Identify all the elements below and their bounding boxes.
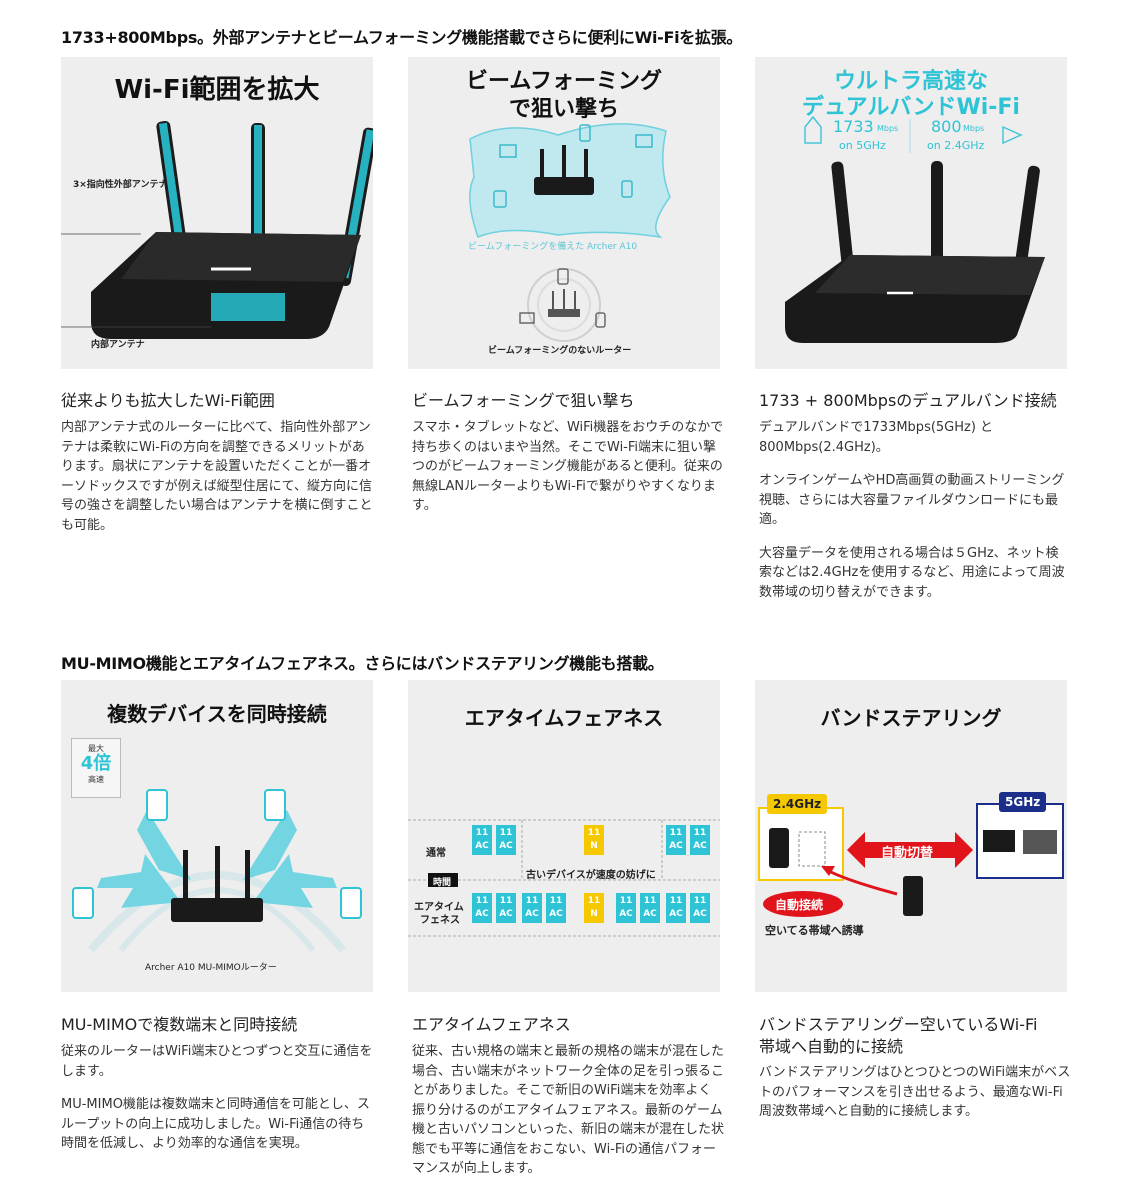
mu-mimo-title: MU-MIMOで複数端末と同時接続 <box>61 1015 298 1034</box>
beamforming-without-label: ビームフォーミングのないルーター <box>488 346 632 356</box>
dual-band-paragraph-3: 大容量データを使用される場合は５GHz、ネット検索などは2.4GHzを使用するな… <box>759 545 1065 600</box>
airtime-fairness-title: エアタイムフェアネス <box>412 1015 571 1034</box>
beamforming-image: ビームフォーミング で狙い撃ち ビームフォーミングを備えた Archer A10… <box>408 57 720 369</box>
band-steering-image-title: バンドステアリング <box>820 706 1002 730</box>
airtime-fairness-image-title: エアタイムフェアネス <box>464 706 664 730</box>
band-steering-title: バンドステアリングー空いているWi-Fi 帯域へ自動的に接続 <box>759 1014 1071 1058</box>
row-fair-label-2: フェネス <box>420 915 460 926</box>
beamforming-body: スマホ・タブレットなど、WiFi機器をおウチのなかで持ち歩くのはいまや当然。そこ… <box>412 418 724 528</box>
dual-band-image-title-line2: デュアルバンドWi-Fi <box>802 95 1020 120</box>
speed-24ghz-band: on 2.4GHz <box>927 139 985 152</box>
dual-band-body: デュアルバンドで1733Mbps(5GHz) と800Mbps(2.4GHz)。… <box>759 418 1071 614</box>
wifi-range-body: 内部アンテナ式のルーターに比べて、指向性外部アンテナは柔軟にWi-Fiの方向を調… <box>61 418 376 547</box>
row-time-label: 時間 <box>433 878 452 888</box>
router-antenna-illustration <box>61 121 373 339</box>
speed-badge-main: 4倍 <box>80 753 112 774</box>
band-steering-title-line1: バンドステアリングー空いているWi-Fi <box>759 1015 1038 1034</box>
internal-antenna-label: 内部アンテナ <box>91 340 145 350</box>
slow-device-note: 古いデバイスが速度の妨げに <box>526 870 656 881</box>
band-steering-paragraph: バンドステアリングはひとつひとつのWiFi端末がベストのパフォーマンスを引き出せ… <box>759 1065 1071 1119</box>
dual-band-router-illustration <box>785 115 1045 343</box>
mu-mimo-illustration <box>72 789 362 953</box>
speed-badge: 最大 4倍 高速 <box>71 738 121 798</box>
airtime-fairness-paragraph: 従来、古い規格の端末と最新の規格の端末が混在した場合、古い端末がネットワーク全体… <box>412 1044 725 1176</box>
speed-24ghz-unit: Mbps <box>963 124 985 133</box>
beamforming-title: ビームフォーミングで狙い撃ち <box>412 391 635 410</box>
dual-band-title: 1733 + 800Mbpsのデュアルバンド接続 <box>759 391 1057 410</box>
mu-mimo-image: 複数デバイスを同時接続 最大 4倍 高速 Archer A10 MU-MIMOル… <box>61 680 373 992</box>
external-antenna-label: 3×指向性外部アンテナ <box>73 180 168 190</box>
speed-5ghz-band: on 5GHz <box>839 139 886 152</box>
dual-band-paragraph-2: オンラインゲームやHD高画質の動画ストリーミング視聴、さらには大容量ファイルダウ… <box>759 473 1065 527</box>
auto-switch-label: 自動切替 <box>881 846 934 861</box>
band-steering-body: バンドステアリングはひとつひとつのWiFi端末がベストのパフォーマンスを引き出せ… <box>759 1063 1071 1134</box>
speed-badge-bottom: 高速 <box>88 775 104 784</box>
section2-heading: MU-MIMO機能とエアタイムフェアネス。さらにはバンドステアリング機能も搭載。 <box>61 654 664 673</box>
beamforming-illustration <box>469 123 671 342</box>
band-steering-title-line2: 帯域へ自動的に接続 <box>759 1037 904 1056</box>
band-24ghz-badge: 2.4GHz <box>767 794 828 814</box>
mu-mimo-image-title: 複数デバイスを同時接続 <box>107 702 327 726</box>
auto-connect-label: 自動接続 <box>775 898 824 912</box>
dual-band-image-title-line1: ウルトラ高速な <box>833 69 988 94</box>
mu-mimo-caption: Archer A10 MU-MIMOルーター <box>145 963 277 973</box>
row-fair-label-1: エアタイム <box>414 902 464 913</box>
airtime-fairness-body: 従来、古い規格の端末と最新の規格の端末が混在した場合、古い端末がネットワーク全体… <box>412 1042 724 1191</box>
dual-band-image: ウルトラ高速な デュアルバンドWi-Fi 1733 Mbps on 5GHz 8… <box>755 57 1067 369</box>
guide-label: 空いてる帯域へ誘導 <box>765 924 864 937</box>
beamforming-image-title-line1: ビームフォーミング <box>465 69 663 94</box>
airtime-chart-illustration <box>408 819 720 937</box>
mu-mimo-paragraph-1: 従来のルーターはWiFi端末ひとつずつと交互に通信をします。 <box>61 1044 373 1079</box>
wifi-range-image: Wi-Fi範囲を拡大 3×指向性外部アンテナ 内部アンテナ <box>61 57 373 369</box>
beamforming-with-label: ビームフォーミングを備えた Archer A10 <box>468 242 638 252</box>
band-5ghz-badge: 5GHz <box>999 792 1047 812</box>
section1-heading: 1733+800Mbps。外部アンテナとビームフォーミング機能搭載でさらに便利に… <box>61 28 743 47</box>
wifi-range-image-title: Wi-Fi範囲を拡大 <box>114 75 320 105</box>
band-steering-illustration <box>758 803 1064 917</box>
dual-band-paragraph-1: デュアルバンドで1733Mbps(5GHz) と800Mbps(2.4GHz)。 <box>759 420 994 455</box>
wifi-range-paragraph: 内部アンテナ式のルーターに比べて、指向性外部アンテナは柔軟にWi-Fiの方向を調… <box>61 420 373 533</box>
band-steering-image: バンドステアリング 2.4GHz 5GHz 自動切替 自動接続 空いてる帯域へ誘… <box>755 680 1067 992</box>
beamforming-image-title-line2: で狙い撃ち <box>508 97 619 122</box>
mu-mimo-body: 従来のルーターはWiFi端末ひとつずつと交互に通信をします。 MU-MIMO機能… <box>61 1042 373 1166</box>
mu-mimo-paragraph-2: MU-MIMO機能は複数端末と同時通信を可能とし、スループットの向上に成功しまし… <box>61 1097 370 1151</box>
wifi-range-title: 従来よりも拡大したWi-Fi範囲 <box>61 391 275 410</box>
beamforming-paragraph: スマホ・タブレットなど、WiFi機器をおウチのなかで持ち歩くのはいまや当然。そこ… <box>412 420 724 513</box>
speed-5ghz-unit: Mbps <box>877 124 899 133</box>
speed-badge-top: 最大 <box>88 744 104 753</box>
speed-24ghz-value: 800 <box>931 117 962 136</box>
speed-5ghz-value: 1733 <box>833 117 874 136</box>
airtime-fairness-image: エアタイムフェアネス 通常 時間 エアタイム フェネス 古いデバイスが速度の妨げ… <box>408 680 720 992</box>
row-normal-label: 通常 <box>426 848 446 859</box>
